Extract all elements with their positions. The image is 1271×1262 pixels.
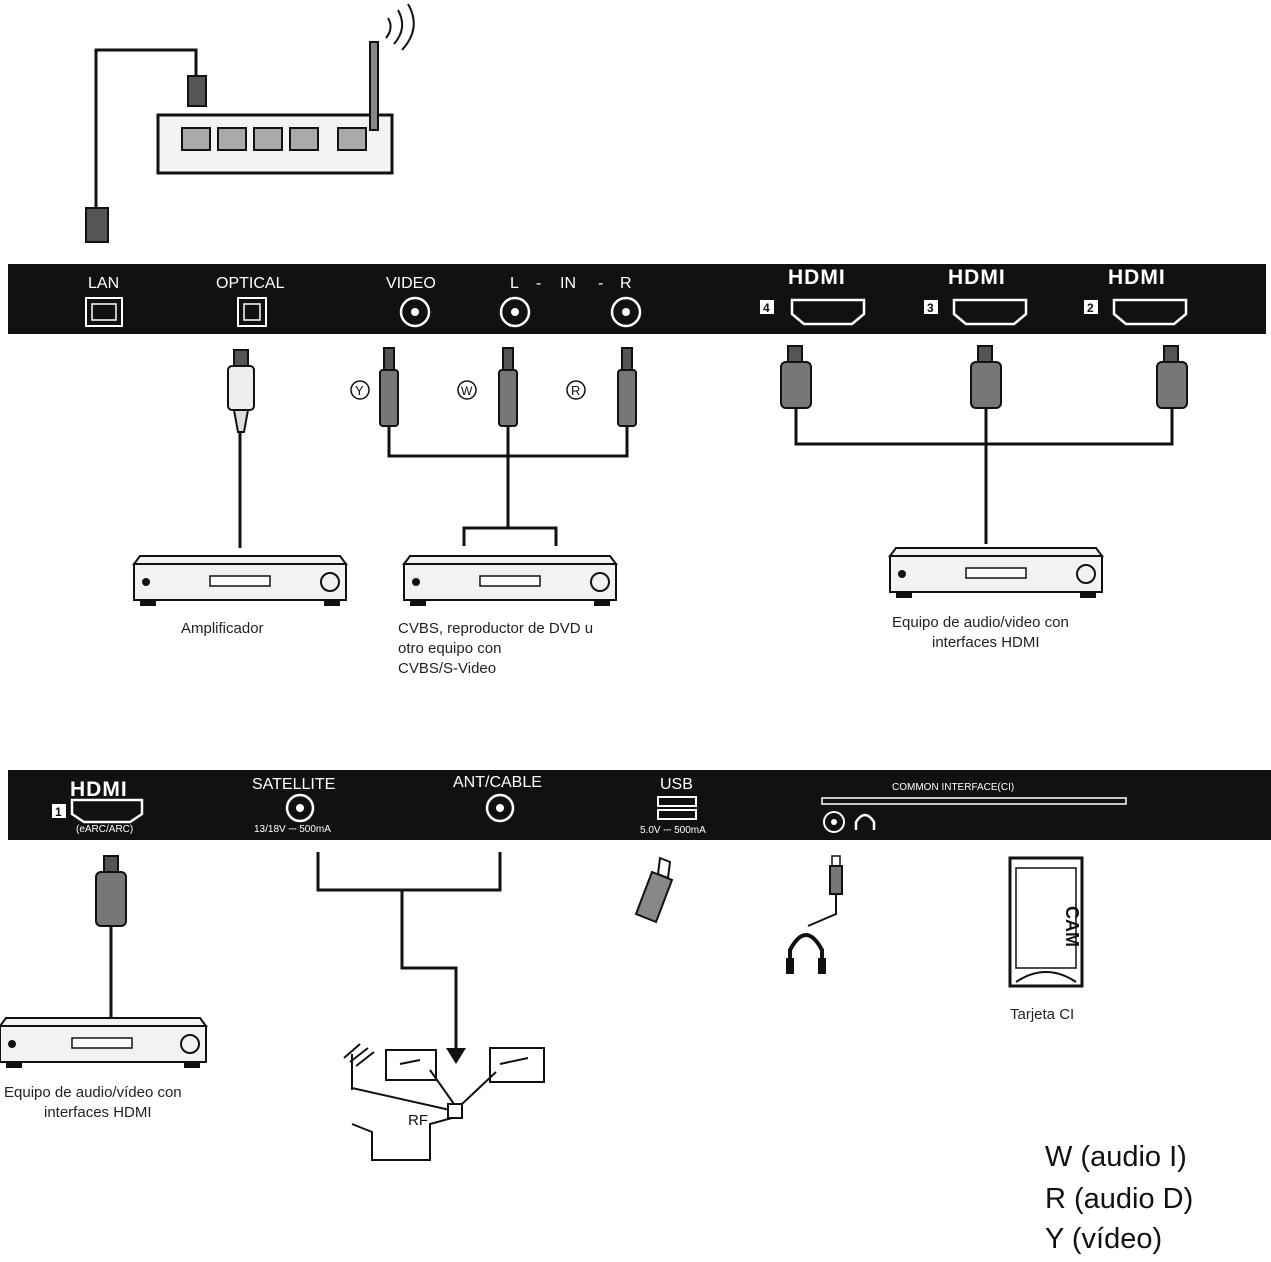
ci-card-caption: Tarjeta CI bbox=[1010, 1006, 1074, 1023]
rf-cable-path bbox=[316, 852, 502, 1064]
ethernet-plug-icon bbox=[85, 48, 207, 243]
hdmi-top-caption-line-2: interfaces HDMI bbox=[932, 634, 1040, 651]
hdmi-port-number-1: 1 bbox=[55, 805, 62, 819]
bottom-panel bbox=[8, 770, 1271, 840]
satellite-dish-icon bbox=[351, 1047, 545, 1161]
ant-cable-label: ANT/CABLE bbox=[453, 774, 542, 791]
hdmi-logo-4: HDMI bbox=[788, 266, 846, 289]
hdmi-port-number-4: 4 bbox=[763, 301, 770, 315]
headphone-port-icon bbox=[854, 813, 876, 830]
in-label: IN bbox=[560, 275, 576, 292]
top-panel bbox=[8, 264, 1266, 334]
left-label: L bbox=[510, 275, 519, 292]
dash-label-2: - bbox=[598, 275, 603, 292]
av-receiver-icon bbox=[132, 555, 348, 606]
hdmi-logo-3: HDMI bbox=[948, 266, 1006, 289]
hdmi-port-icon bbox=[790, 298, 1188, 326]
marker-w: W bbox=[461, 384, 473, 398]
headphones-icon bbox=[786, 855, 843, 974]
lan-label: LAN bbox=[88, 275, 119, 292]
usb-spec: 5.0V ⎓ 500mA bbox=[640, 825, 706, 836]
dvd-caption-line-3: CVBS/S-Video bbox=[398, 660, 496, 677]
usb-stick-icon bbox=[634, 856, 674, 924]
dash-label-1: - bbox=[536, 275, 541, 292]
satellite-spec: 13/18V ⎓ 500mA bbox=[254, 824, 331, 835]
hdmi-device-bottom-icon bbox=[0, 1017, 208, 1068]
hdmi-top-caption-line-1: Equipo de audio/video con bbox=[892, 614, 1069, 631]
hdmi-device-top-icon bbox=[888, 547, 1104, 598]
router-icon bbox=[156, 41, 394, 175]
hdmi-bottom-caption-line-2: interfaces HDMI bbox=[44, 1104, 152, 1121]
rca-port-icon bbox=[399, 296, 642, 328]
rca-plug-icon bbox=[379, 347, 637, 546]
cam-module-icon bbox=[1008, 856, 1084, 988]
hdmi-arc-label: (eARC/ARC) bbox=[76, 824, 133, 835]
rf-label: RF bbox=[408, 1112, 428, 1129]
antenna-icon bbox=[343, 1043, 451, 1111]
hdmi-port-number-2: 2 bbox=[1087, 301, 1094, 315]
hdmi-bottom-caption-line-1: Equipo de audio/vídeo con bbox=[4, 1084, 182, 1101]
hdmi-plug-icon bbox=[780, 345, 1188, 544]
wifi-waves-icon bbox=[385, 3, 415, 51]
marker-r: R bbox=[571, 383, 580, 398]
amplifier-caption: Amplificador bbox=[181, 620, 264, 637]
hdmi-logo-2: HDMI bbox=[1108, 266, 1166, 289]
dvd-caption-line-2: otro equipo con bbox=[398, 640, 501, 657]
satellite-label: SATELLITE bbox=[252, 776, 335, 793]
dvd-player-icon bbox=[402, 555, 618, 606]
lan-port-icon bbox=[85, 297, 123, 327]
video-label: VIDEO bbox=[386, 275, 436, 292]
legend-w: W (audio I) bbox=[1045, 1141, 1187, 1173]
dvd-caption-line-1: CVBS, reproductor de DVD u bbox=[398, 620, 593, 637]
usb-port-icon bbox=[657, 796, 697, 820]
optical-port-icon bbox=[237, 297, 267, 327]
optical-plug-icon bbox=[227, 349, 255, 548]
hdmi-port-number-3: 3 bbox=[927, 301, 934, 315]
legend-r: R (audio D) bbox=[1045, 1183, 1193, 1215]
cam-label: CAM bbox=[1062, 906, 1082, 947]
right-label: R bbox=[620, 275, 632, 292]
hdmi-logo-1: HDMI bbox=[70, 778, 128, 801]
optical-label: OPTICAL bbox=[216, 275, 285, 292]
hdmi-plug-bottom-icon bbox=[95, 855, 127, 1018]
common-interface-label: COMMON INTERFACE(CI) bbox=[892, 782, 1014, 793]
marker-y: Y bbox=[355, 383, 364, 398]
ci-slot-icon bbox=[821, 797, 1127, 805]
legend-y: Y (vídeo) bbox=[1045, 1223, 1162, 1255]
hdmi-port-1-icon bbox=[70, 798, 144, 824]
usb-label: USB bbox=[660, 776, 693, 793]
